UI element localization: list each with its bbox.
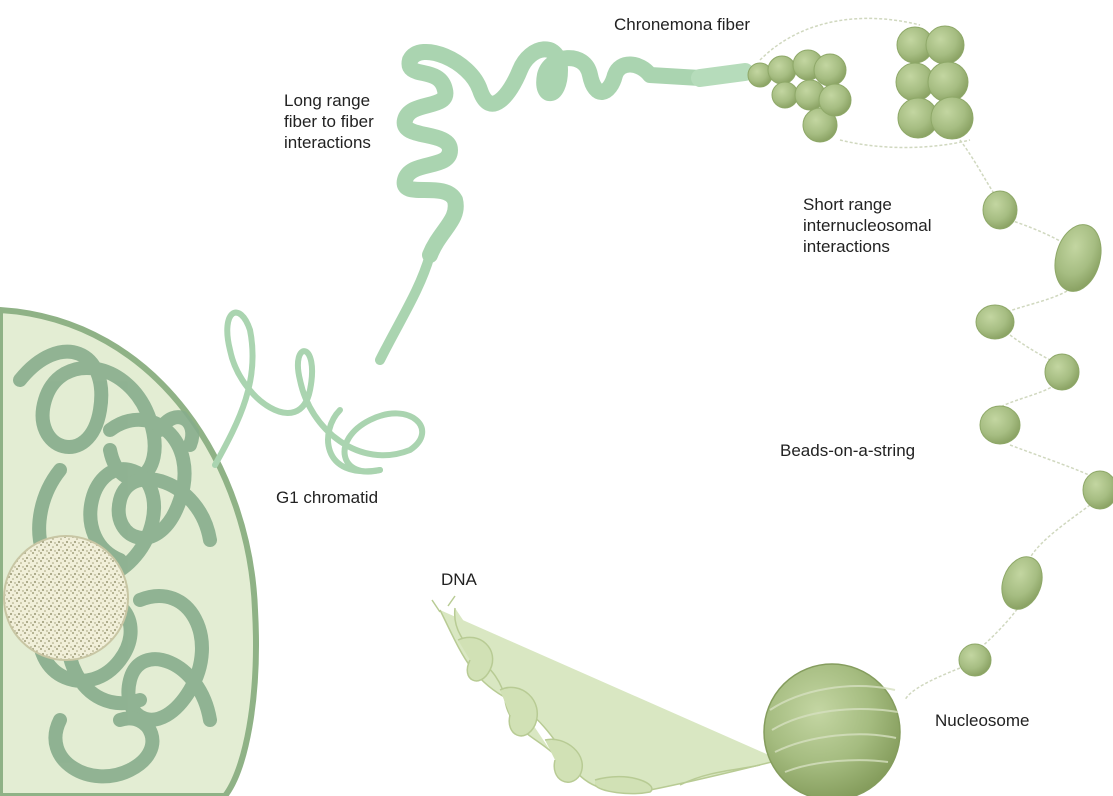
label-short-range-interactions: Short range internucleosomal interaction… [803, 194, 932, 257]
nucleosome [764, 664, 900, 796]
dna-double-helix [432, 596, 780, 794]
nucleus [0, 310, 256, 796]
nucleolus [4, 536, 128, 660]
beads-on-a-string [959, 191, 1113, 676]
label-chronemona-fiber: Chronemona fiber [614, 14, 750, 35]
label-long-range-interactions: Long range fiber to fiber interactions [284, 90, 374, 153]
label-nucleosome: Nucleosome [935, 710, 1030, 731]
label-dna: DNA [441, 569, 477, 590]
chronemona-fiber-beads [748, 26, 973, 142]
chromatin-fiber [380, 49, 745, 360]
label-g1-chromatid: G1 chromatid [276, 487, 378, 508]
label-beads-on-a-string: Beads-on-a-string [780, 440, 915, 461]
